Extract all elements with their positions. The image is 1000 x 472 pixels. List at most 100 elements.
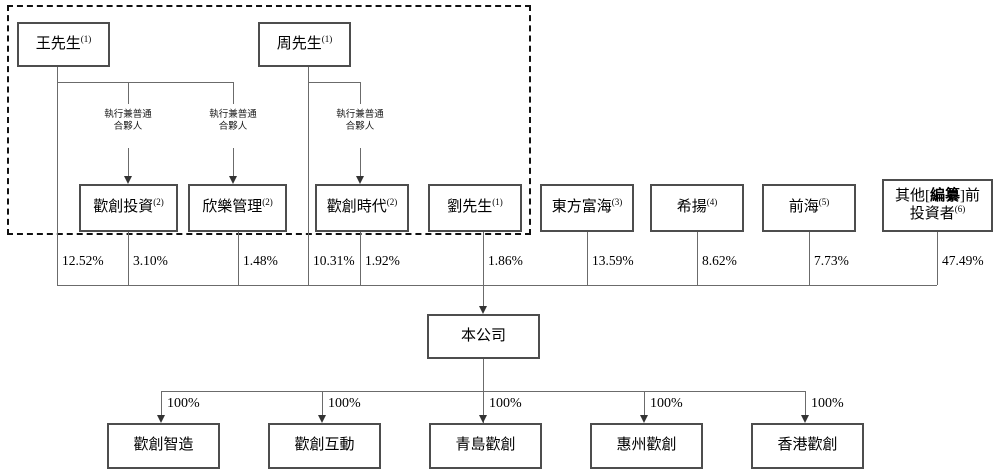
connector-huanchuang-shidai-down (360, 232, 361, 285)
node-the-company[interactable]: 本公司 (427, 314, 540, 359)
node-qingdao-huanchuang[interactable]: 青島歡創 (429, 423, 542, 469)
role-label-3-line1: 執行兼普通 (336, 110, 384, 120)
connector-to-huanchuang-zhizao (161, 391, 162, 417)
node-huanchuang-touzi[interactable]: 歡創投資(2) (79, 184, 178, 232)
concert-party-dashed-frame (7, 5, 531, 235)
pct-label-huanchuang-shidai-direct: 1.92% (365, 253, 400, 268)
node-other-pre-ipo-note: (6) (954, 203, 966, 214)
arrow-to-huanchuang-hudong (317, 415, 326, 423)
node-other-pre-ipo-part2: ]前 (960, 188, 980, 205)
pct-label-xiyang: 8.62% (702, 253, 737, 268)
connector-to-huizhou-huanchuang (644, 391, 645, 417)
pct-label-qianhai: 7.73% (814, 253, 849, 268)
node-huanchuang-shidai-note: (2) (386, 197, 398, 208)
pct-label-hongkong-huanchuang: 100% (811, 396, 844, 411)
collector-bar-to-company (57, 285, 937, 286)
arrow-to-xinle-guanli (228, 176, 237, 184)
pct-label-huanchuang-shidai: 1.48% (243, 253, 278, 268)
connector-to-hongkong-huanchuang (805, 391, 806, 417)
pct-label-huanchuang-zhizao: 100% (167, 396, 200, 411)
connector-xiyang-down (697, 232, 698, 285)
node-liu-xiansheng-label: 劉先生 (447, 199, 493, 216)
connector-qianhai-down (809, 232, 810, 285)
connector-role-2-down (233, 148, 234, 176)
pct-label-dongfang-fuhai: 13.59% (592, 253, 634, 268)
pct-label-qingdao-huanchuang: 100% (489, 396, 522, 411)
role-label-3: 執行兼普通 合夥人 (320, 110, 400, 134)
node-dongfang-fuhai-label: 東方富海 (551, 199, 612, 216)
node-other-pre-ipo-investors[interactable]: 其他[編纂]前投資者(6) (882, 179, 993, 232)
pct-label-huanchuang-touzi: 12.52% (62, 253, 104, 268)
pct-label-liu-direct: 1.86% (488, 253, 523, 268)
connector-collector-to-company (483, 285, 484, 309)
node-xiyang-label: 希揚 (676, 199, 707, 216)
node-qianhai[interactable]: 前海(5) (762, 184, 856, 232)
node-xiyang-note: (4) (706, 197, 718, 208)
node-xinle-guanli[interactable]: 欣樂管理(2) (188, 184, 287, 232)
connector-zhou-trunk (308, 67, 309, 285)
node-dongfang-fuhai-note: (3) (611, 197, 623, 208)
node-wang-label: 王先生 (35, 35, 81, 52)
role-label-1: 執行兼普通 合夥人 (88, 110, 168, 134)
node-liu-xiansheng[interactable]: 劉先生(1) (428, 184, 522, 232)
node-wang-xiansheng[interactable]: 王先生(1) (17, 22, 110, 67)
connector-wang-to-role-1 (128, 82, 129, 104)
arrow-to-huanchuang-touzi (123, 176, 132, 184)
connector-wang-branch-bar (57, 82, 233, 83)
node-qingdao-huanchuang-label: 青島歡創 (455, 437, 516, 454)
node-zhou-xiansheng[interactable]: 周先生(1) (258, 22, 351, 67)
node-huanchuang-hudong[interactable]: 歡創互動 (268, 423, 381, 469)
node-zhou-note: (1) (321, 33, 333, 44)
node-other-pre-ipo-part1: 其他[ (894, 188, 930, 205)
connector-to-huanchuang-hudong (322, 391, 323, 417)
connector-to-qingdao-huanchuang (483, 391, 484, 417)
node-huizhou-huanchuang[interactable]: 惠州歡創 (590, 423, 703, 469)
connector-huanchuang-touzi-down (128, 232, 129, 285)
arrow-to-huanchuang-shidai (355, 176, 364, 184)
connector-xinle-guanli-down (238, 232, 239, 285)
node-liu-xiansheng-note: (1) (492, 197, 503, 208)
role-label-1-line2: 合夥人 (113, 121, 143, 132)
node-huanchuang-zhizao-label: 歡創智造 (133, 437, 194, 454)
node-xinle-guanli-note: (2) (262, 197, 273, 208)
connector-wang-to-role-2 (233, 82, 234, 104)
node-xiyang[interactable]: 希揚(4) (650, 184, 744, 232)
node-dongfang-fuhai[interactable]: 東方富海(3) (540, 184, 634, 232)
node-hongkong-huanchuang[interactable]: 香港歡創 (751, 423, 864, 469)
connector-wang-trunk (57, 67, 58, 285)
connector-other-pre-ipo-down (937, 232, 938, 285)
pct-label-other-pre-ipo: 47.49% (942, 253, 984, 268)
node-the-company-label: 本公司 (460, 327, 506, 344)
node-qianhai-note: (5) (818, 197, 830, 208)
connector-liu-xiansheng-down (483, 232, 484, 285)
arrow-to-qingdao-huanchuang (478, 415, 487, 423)
role-label-2-line2: 合夥人 (218, 121, 248, 132)
connector-role-1-down (128, 148, 129, 176)
connector-zhou-branch-bar (308, 82, 360, 83)
node-huanchuang-shidai[interactable]: 歡創時代(2) (315, 184, 409, 232)
node-huanchuang-zhizao[interactable]: 歡創智造 (107, 423, 220, 469)
node-other-pre-ipo-line2: 投資者 (909, 205, 955, 222)
pct-label-liu-xiansheng: 10.31% (313, 253, 355, 268)
node-huanchuang-touzi-note: (2) (153, 197, 164, 208)
node-other-pre-ipo-emphasis: 編纂 (929, 188, 960, 205)
node-hongkong-huanchuang-label: 香港歡創 (777, 437, 838, 454)
arrow-to-hongkong-huanchuang (800, 415, 809, 423)
node-huanchuang-touzi-label: 歡創投資 (93, 199, 154, 216)
connector-zhou-to-role-3 (360, 82, 361, 104)
connector-role-3-down (360, 148, 361, 176)
node-huizhou-huanchuang-label: 惠州歡創 (616, 437, 677, 454)
node-huanchuang-hudong-label: 歡創互動 (294, 437, 355, 454)
role-label-1-line1: 執行兼普通 (104, 110, 152, 120)
arrow-to-company (478, 306, 487, 314)
role-label-2-line1: 執行兼普通 (209, 110, 257, 120)
pct-label-huizhou-huanchuang: 100% (650, 396, 683, 411)
node-zhou-label: 周先生 (276, 35, 322, 52)
node-huanchuang-shidai-label: 歡創時代 (326, 199, 387, 216)
role-label-3-line2: 合夥人 (345, 121, 375, 132)
arrow-to-huizhou-huanchuang (639, 415, 648, 423)
pct-label-huanchuang-hudong: 100% (328, 396, 361, 411)
node-xinle-guanli-label: 欣樂管理 (202, 199, 263, 216)
node-wang-note: (1) (80, 33, 92, 44)
